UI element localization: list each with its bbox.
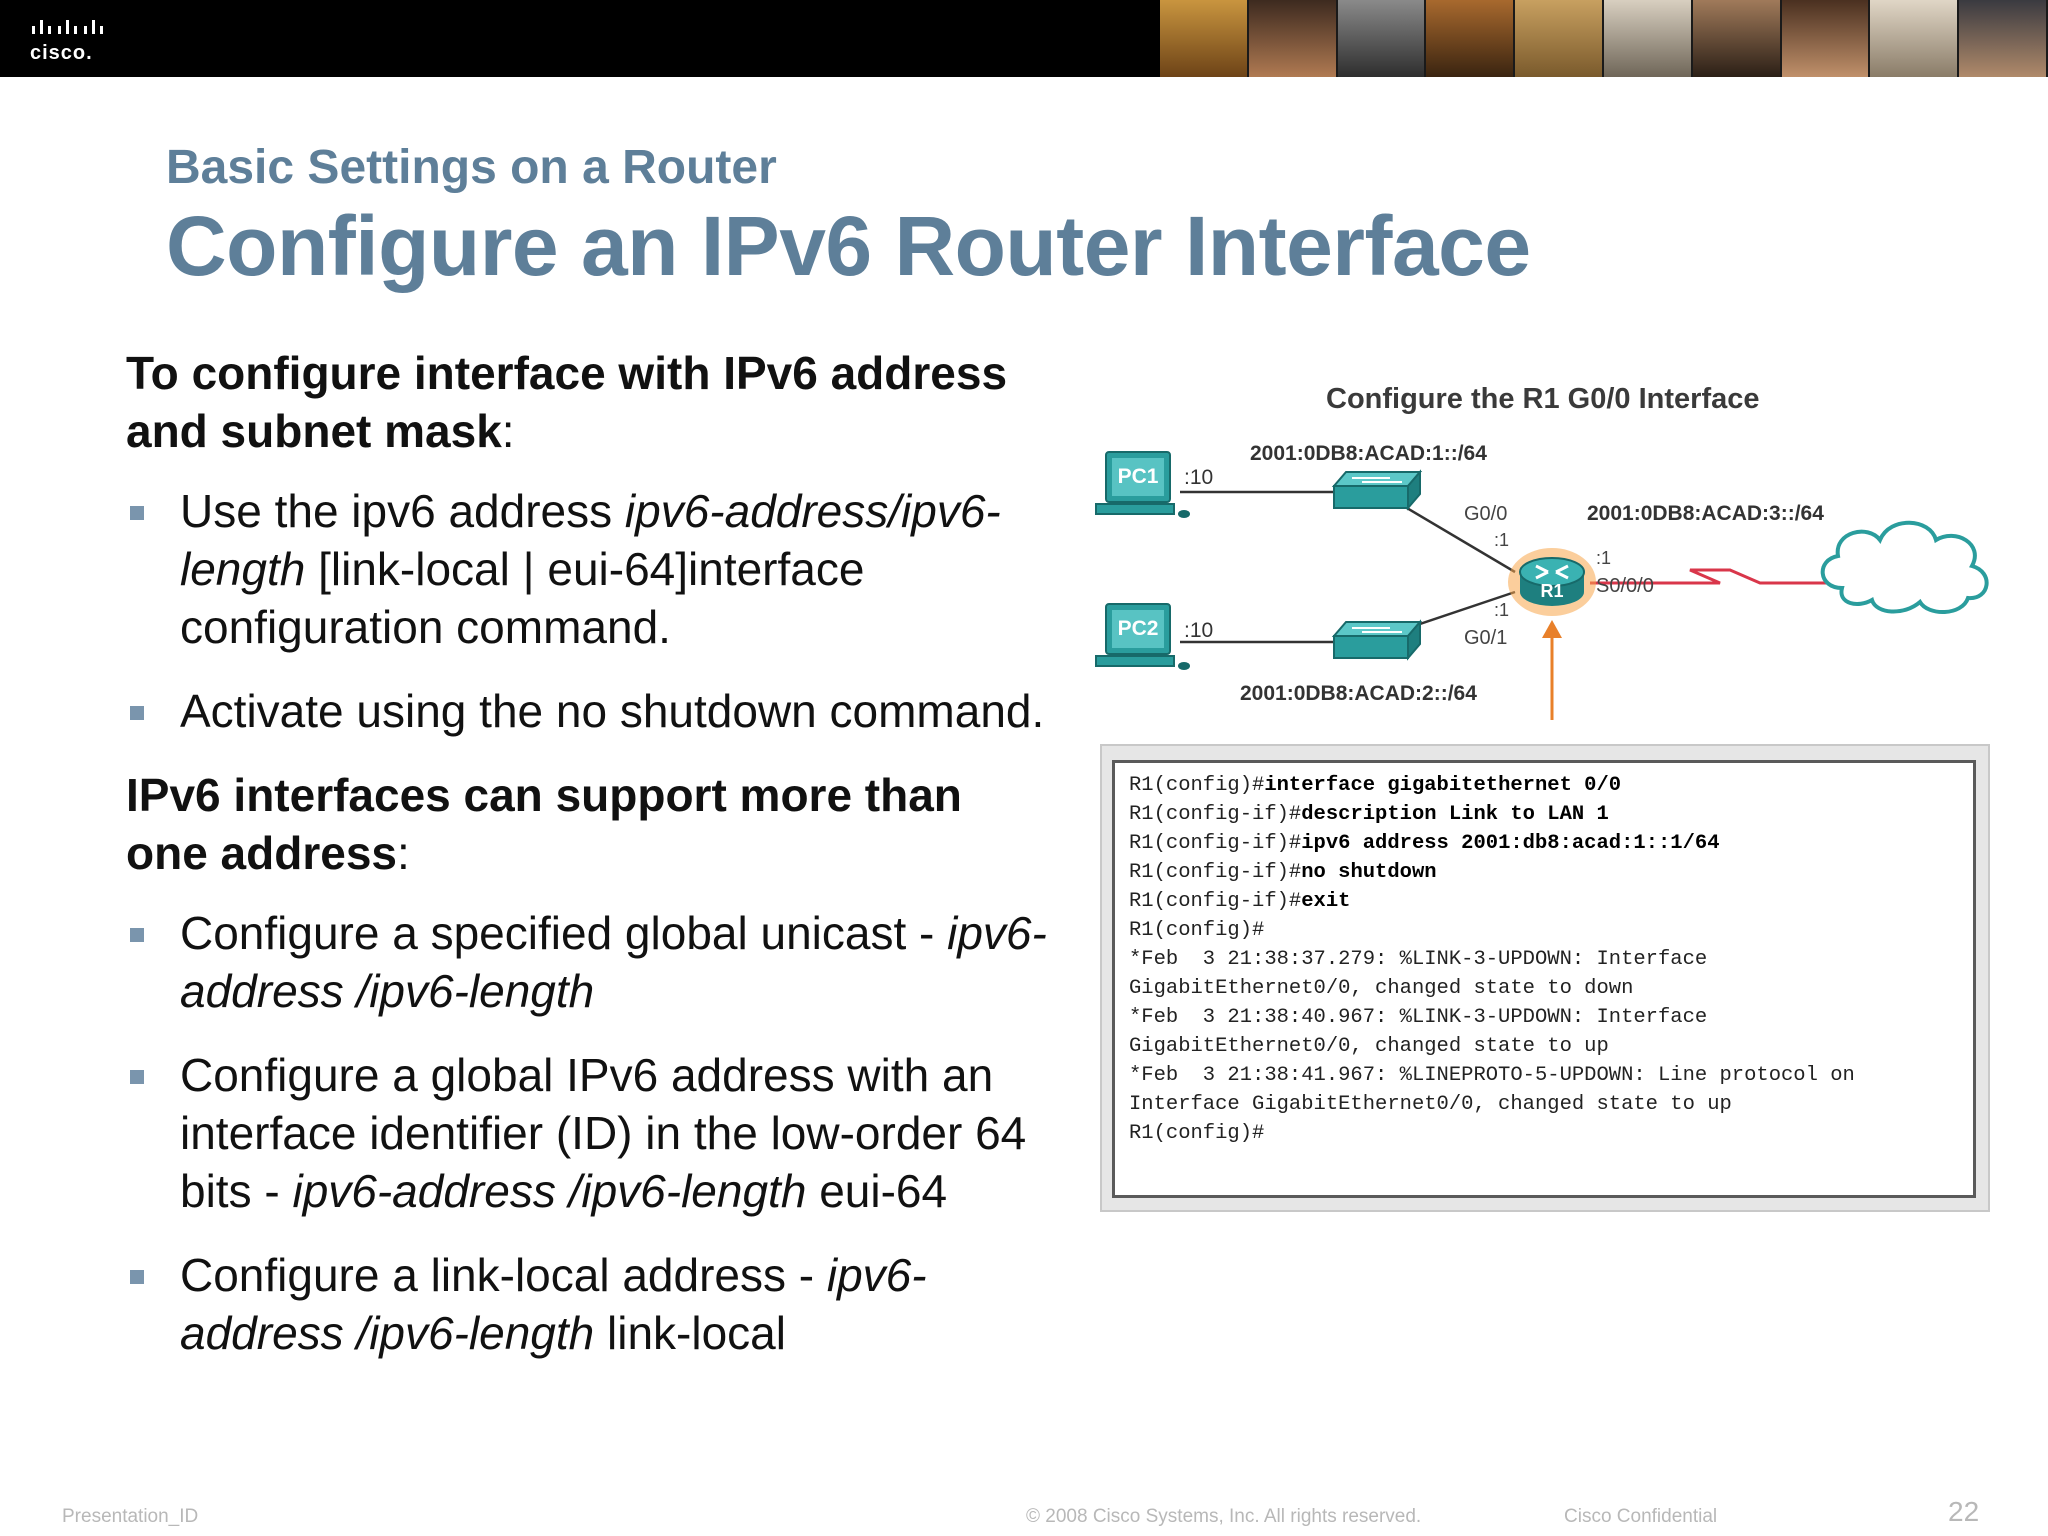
pc1-host-label: :10 <box>1184 466 1213 489</box>
cli-line: GigabitEthernet0/0, changed state to dow… <box>1129 977 1634 1000</box>
slide-title: Configure an IPv6 Router Interface <box>166 199 1531 293</box>
cli-line: GigabitEthernet0/0, changed state to up <box>1129 1035 1609 1058</box>
pc1-icon: PC1 <box>1095 451 1190 518</box>
list-item: Use the ipv6 address ipv6-address/ipv6-l… <box>126 482 1056 656</box>
switch1-icon <box>1331 469 1423 511</box>
logo-text: cisco. <box>30 42 93 64</box>
list-item: Configure a specified global unicast - i… <box>126 904 1056 1020</box>
bullet-square-icon <box>130 506 144 520</box>
s000-host-label: :1 <box>1596 548 1611 568</box>
slide-subtitle: Basic Settings on a Router <box>166 141 777 194</box>
slide-body: To configure interface with IPv6 address… <box>126 344 1056 1388</box>
header-bar: cisco. <box>0 0 2048 77</box>
pc2-icon: PC2 <box>1095 603 1190 670</box>
net1-label: 2001:0DB8:ACAD:1::/64 <box>1250 442 1487 465</box>
cli-line: R1(config-if)#ipv6 address 2001:db8:acad… <box>1129 832 1720 855</box>
link-switch1-r1 <box>1389 496 1516 574</box>
cli-line: R1(config-if)#description Link to LAN 1 <box>1129 803 1609 826</box>
bullet-square-icon <box>130 1070 144 1084</box>
g00-label: G0/0 <box>1464 503 1507 525</box>
network-topology-diagram: PC1 :10 PC2 :10 R1 2001:0DB8:ACAD:1::/ <box>1095 442 1989 720</box>
cli-line: R1(config-if)#no shutdown <box>1129 861 1437 884</box>
list-item: Configure a link-local address - ipv6-ad… <box>126 1246 1056 1362</box>
net3-label: 2001:0DB8:ACAD:3::/64 <box>1587 502 1824 525</box>
pointer-arrow-icon <box>1542 620 1562 638</box>
footer-presentation-id: Presentation_ID <box>62 1506 199 1527</box>
g01-host-label: :1 <box>1494 600 1509 620</box>
footer-confidential: Cisco Confidential <box>1564 1506 1718 1527</box>
section-heading-2: IPv6 interfaces can support more than on… <box>126 769 962 879</box>
g01-label: G0/1 <box>1464 627 1507 649</box>
net2-label: 2001:0DB8:ACAD:2::/64 <box>1240 682 1477 705</box>
bullet-square-icon <box>130 1270 144 1284</box>
section-heading-1: To configure interface with IPv6 address… <box>126 347 1008 457</box>
cli-terminal: R1(config)#interface gigabitethernet 0/0… <box>1112 760 1976 1198</box>
cli-line: *Feb 3 21:38:40.967: %LINK-3-UPDOWN: Int… <box>1129 1006 1708 1029</box>
switch2-icon <box>1331 619 1423 661</box>
page-number: 22 <box>1948 1496 1980 1527</box>
cli-line: Interface GigabitEthernet0/0, changed st… <box>1129 1093 1732 1116</box>
list-item: Activate using the no shutdown command. <box>126 682 1056 740</box>
svg-text:R1: R1 <box>1540 581 1563 601</box>
cli-line: R1(config)# <box>1129 919 1265 942</box>
wan-cloud-icon <box>1820 520 1989 615</box>
cli-output-panel: R1(config)#interface gigabitethernet 0/0… <box>1100 744 1990 1212</box>
header-photo-strip <box>1160 0 2048 77</box>
pc2-host-label: :10 <box>1184 619 1213 642</box>
s000-label: S0/0/0 <box>1596 575 1654 597</box>
footer-copyright: © 2008 Cisco Systems, Inc. All rights re… <box>1026 1506 1422 1527</box>
diagram-title: Configure the R1 G0/0 Interface <box>1326 383 1760 415</box>
g00-host-label: :1 <box>1494 530 1509 550</box>
cli-line: *Feb 3 21:38:37.279: %LINK-3-UPDOWN: Int… <box>1129 948 1708 971</box>
cli-line: R1(config)#interface gigabitethernet 0/0 <box>1129 774 1622 797</box>
cisco-logo: cisco. <box>30 14 120 64</box>
serial-link-zigzag <box>1590 568 1826 585</box>
svg-text:PC1: PC1 <box>1118 465 1159 488</box>
cli-line: R1(config-if)#exit <box>1129 890 1351 913</box>
cisco-bars-icon <box>32 20 103 34</box>
bullet-square-icon <box>130 706 144 720</box>
router-r1-icon: R1 <box>1508 548 1596 616</box>
cli-line: R1(config)# <box>1129 1122 1265 1145</box>
bullet-list-1: Use the ipv6 address ipv6-address/ipv6-l… <box>126 482 1056 740</box>
bullet-list-2: Configure a specified global unicast - i… <box>126 904 1056 1362</box>
bullet-square-icon <box>130 928 144 942</box>
svg-text:PC2: PC2 <box>1118 617 1159 640</box>
list-item: Configure a global IPv6 address with an … <box>126 1046 1056 1220</box>
cli-line: *Feb 3 21:38:41.967: %LINEPROTO-5-UPDOWN… <box>1129 1064 1855 1087</box>
